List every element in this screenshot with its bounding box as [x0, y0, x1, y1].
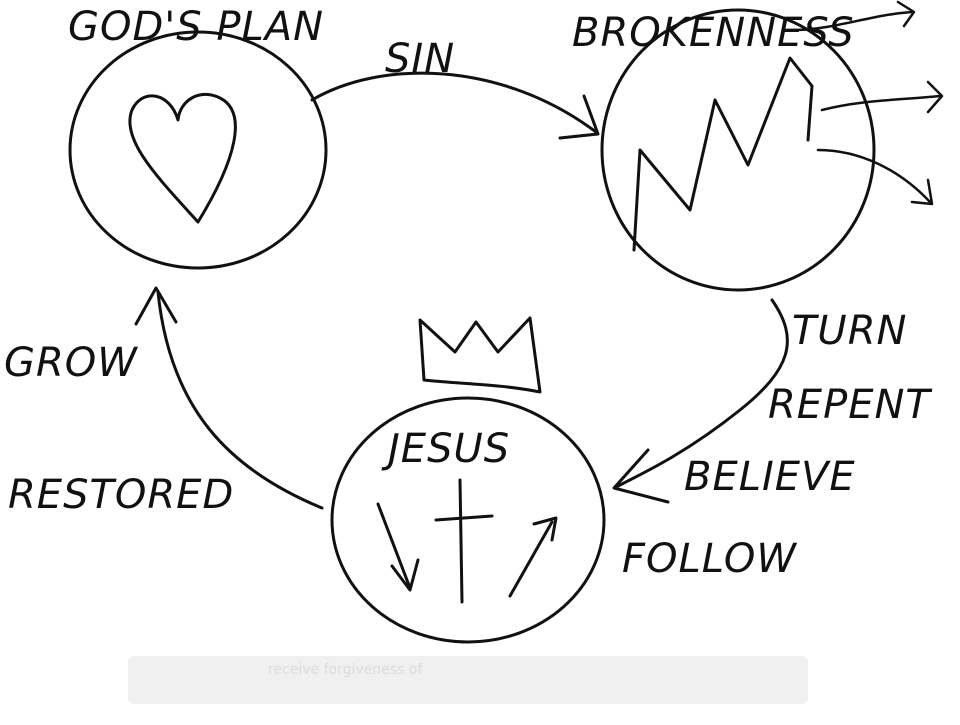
- crown-icon: [418, 316, 542, 394]
- scatter-arrow-3: [816, 148, 932, 204]
- jesus-circle: [330, 396, 606, 644]
- brokenness-circle: [600, 8, 876, 292]
- down-arrowhead: [390, 558, 420, 592]
- gods-plan-circle: [68, 30, 328, 270]
- faint-footer: receive forgiveness of: [128, 656, 808, 704]
- cross-icon: [434, 478, 494, 604]
- sin-label: SIN: [385, 36, 455, 82]
- turn-arrow-line: [616, 298, 789, 488]
- faint-footer-band: [128, 656, 808, 704]
- turn-arrowhead: [612, 448, 670, 504]
- gods-plan-label: GOD'S PLAN: [68, 4, 324, 50]
- return-arrow-line: [156, 290, 324, 510]
- faint-footer-text: receive forgiveness of: [268, 662, 423, 678]
- turn-edge: TURN REPENT BELIEVE FOLLOW: [612, 298, 933, 582]
- heart-icon: [128, 92, 237, 224]
- return-arrowhead: [134, 286, 178, 326]
- brokenness-node: BROKENNESS: [572, 0, 944, 292]
- believe-label: BELIEVE: [684, 454, 856, 500]
- up-arrowhead: [532, 516, 558, 542]
- scatter-arrowhead-2: [926, 80, 944, 114]
- brokenness-label: BROKENNESS: [572, 10, 855, 56]
- grow-label: GROW: [4, 340, 138, 386]
- scatter-arrowhead-3: [910, 178, 934, 206]
- jesus-label: JESUS: [381, 426, 510, 472]
- return-edge: GROW RESTORED: [4, 286, 324, 518]
- restored-label: RESTORED: [8, 472, 234, 518]
- down-arrow-icon: [376, 502, 412, 590]
- sin-arrow-line: [310, 71, 598, 134]
- scatter-arrowhead-1: [896, 0, 916, 28]
- scatter-arrow-1: [796, 10, 914, 32]
- follow-label: FOLLOW: [622, 536, 797, 582]
- zigzag-icon: [632, 56, 814, 252]
- up-arrow-icon: [508, 520, 554, 598]
- repent-label: REPENT: [768, 382, 933, 428]
- scatter-arrow-2: [820, 94, 942, 112]
- gods-plan-node: GOD'S PLAN: [68, 4, 328, 270]
- sin-edge: SIN: [310, 36, 600, 140]
- sin-arrowhead: [558, 94, 600, 140]
- jesus-node: JESUS: [330, 316, 606, 644]
- turn-label: TURN: [792, 308, 907, 354]
